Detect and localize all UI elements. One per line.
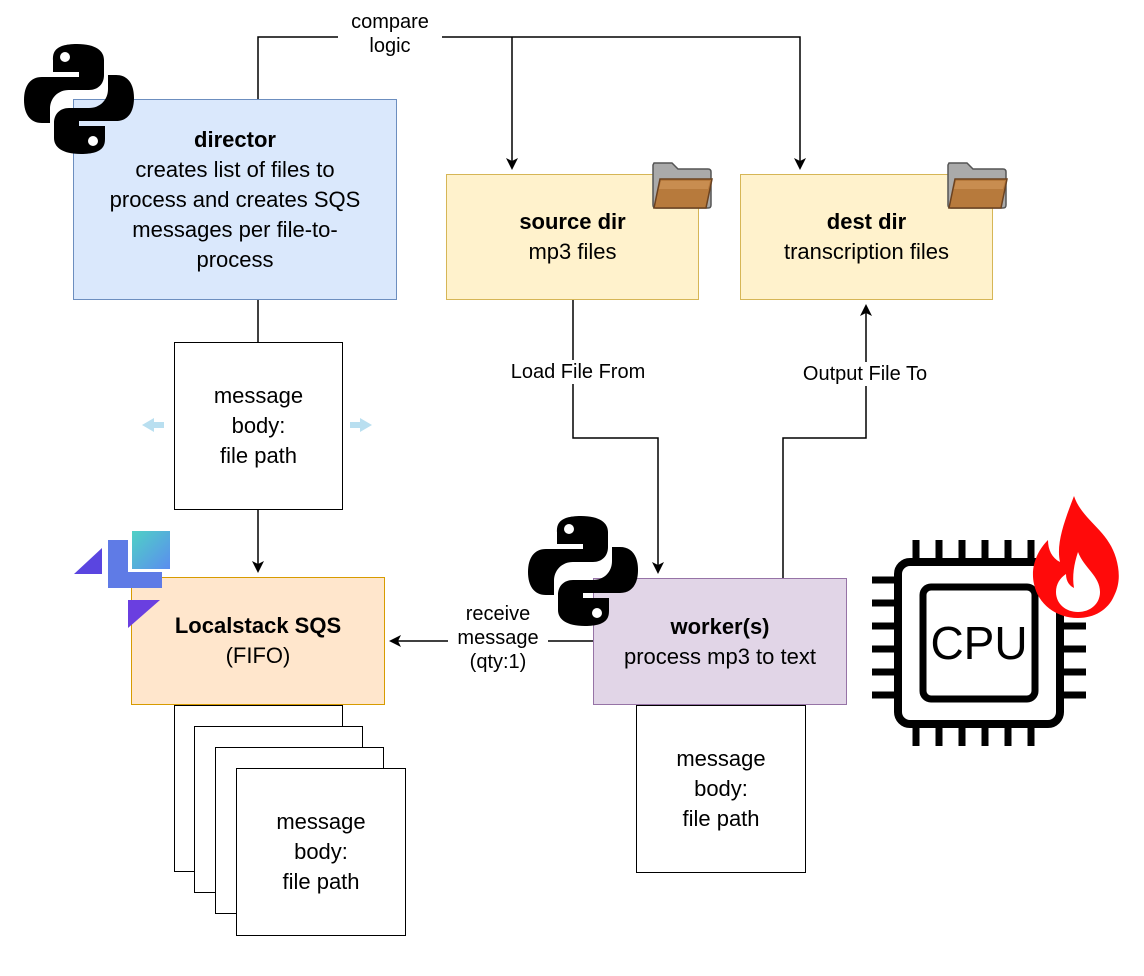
director-desc-1: creates list of files to [135, 156, 335, 182]
message-line-2: body: [231, 413, 286, 438]
folder-icon [652, 162, 713, 209]
folder-icon [947, 162, 1008, 209]
fire-icon [1032, 496, 1119, 618]
output-file-edge [782, 304, 872, 578]
receive-line-2: message [457, 627, 539, 649]
worker-title: worker(s) [670, 613, 770, 639]
director-desc-2: process and creates SQS [109, 186, 361, 212]
sqs-node[interactable]: Localstack SQS (FIFO) [131, 577, 385, 705]
output-file-label: Output File To [789, 362, 941, 386]
worker-message-box: message body: file path [636, 705, 806, 873]
dest-desc: transcription files [783, 239, 950, 264]
compare-logic-label: compare logic [338, 10, 442, 58]
cpu-label: CPU [930, 617, 1027, 669]
message-line-3: file path [282, 869, 360, 894]
director-desc-3: messages per file-to- [132, 216, 338, 242]
compare-logic-line-2: logic [369, 35, 411, 57]
python-logo-icon [528, 516, 638, 626]
receive-line-3: (qty:1) [469, 651, 527, 673]
message-line-3: file path [219, 443, 298, 468]
message-line-1: message [276, 809, 366, 834]
message-line-1: message [676, 746, 766, 771]
director-message-box: message body: file path [174, 342, 343, 510]
message-line-1: message [213, 383, 304, 408]
message-line-2: body: [294, 839, 348, 864]
sqs-desc: (FIFO) [225, 643, 291, 668]
message-line-2: body: [694, 776, 748, 801]
message-line-3: file path [682, 806, 760, 831]
source-title: source dir [519, 209, 626, 234]
load-file-label: Load File From [493, 360, 663, 384]
python-logo-icon [24, 44, 134, 154]
sqs-message-box: message body: file path [236, 768, 406, 936]
cpu-chip-icon: CPU [872, 540, 1086, 746]
localstack-logo-icon [74, 531, 170, 628]
director-title: director [194, 126, 276, 152]
selection-handles [142, 418, 372, 432]
sqs-title: Localstack SQS [174, 613, 342, 638]
compare-logic-line-1: compare [351, 11, 429, 33]
receive-message-label: receive message (qty:1) [448, 602, 548, 674]
compare-logic-edge [257, 36, 806, 170]
receive-line-1: receive [465, 603, 531, 625]
director-desc-4: process [196, 246, 274, 272]
dest-title: dest dir [826, 209, 907, 234]
worker-node[interactable]: worker(s) process mp3 to text [593, 578, 847, 705]
source-desc: mp3 files [528, 239, 617, 264]
director-node[interactable]: director creates list of files to proces… [73, 99, 397, 300]
worker-desc: process mp3 to text [624, 643, 816, 669]
